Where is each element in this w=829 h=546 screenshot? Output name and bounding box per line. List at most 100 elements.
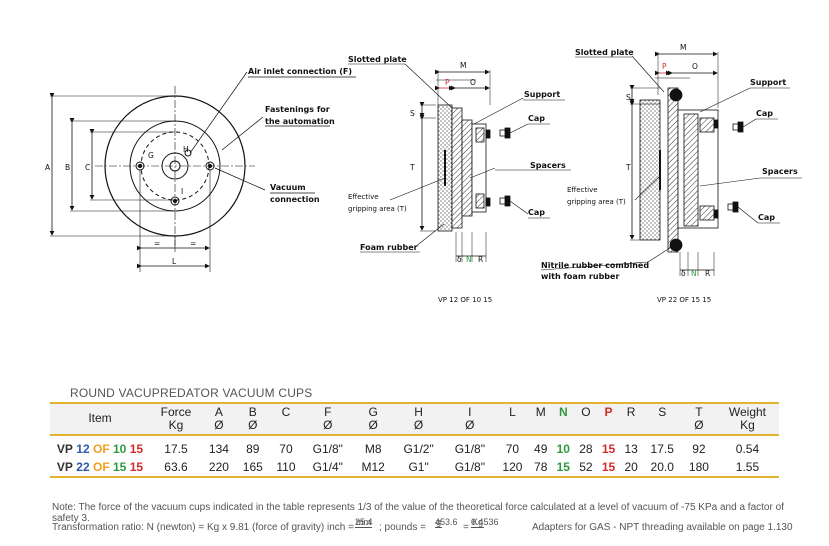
label-gripping-2: gripping area (T) xyxy=(567,198,626,206)
column-header-13: P xyxy=(597,403,620,435)
item-code-part: OF xyxy=(92,460,110,474)
column-header-14: R xyxy=(620,403,643,435)
item-code-part: 15 xyxy=(113,460,127,474)
table-cell: G1/8" xyxy=(454,442,485,456)
label-foam-rubber: Foam rubber xyxy=(360,243,418,252)
label-vacuum: Vacuum xyxy=(270,183,306,192)
label-support-1: Support xyxy=(524,90,560,99)
dim-O-2: O xyxy=(692,62,698,71)
dim-C: C xyxy=(85,163,90,172)
header-unit: Kg xyxy=(740,418,755,432)
label-nitrile: Nitrile rubber combined xyxy=(541,261,649,270)
header-unit: Ø xyxy=(413,418,424,432)
label-gripping-1: gripping area (T) xyxy=(348,205,407,213)
dim-G: G xyxy=(148,151,154,160)
table-cell: 78 xyxy=(534,460,548,474)
header-unit: Ø xyxy=(214,418,224,432)
table-cell: 15 xyxy=(601,460,616,474)
table-cell: 28 xyxy=(579,442,593,456)
table-cell: M12 xyxy=(361,460,385,474)
header-label: S xyxy=(658,405,667,419)
label-cap-2: Cap xyxy=(528,208,545,217)
table-cell: 10 xyxy=(556,442,570,456)
header-label: H xyxy=(414,405,423,419)
dim-A: A xyxy=(45,163,51,172)
table-cell: 52 xyxy=(579,460,593,474)
header-label: N xyxy=(558,405,568,419)
item-code-part: 12 xyxy=(76,442,90,456)
table-cell: 180 xyxy=(688,460,709,474)
table-cell: 17.5 xyxy=(650,442,674,456)
label-support-2: Support xyxy=(750,78,786,87)
column-header-4: C xyxy=(270,403,302,435)
transformation-ratio: Transformation ratio: N (newton) = Kg x … xyxy=(52,522,325,533)
table-cell: 13 xyxy=(624,442,638,456)
column-header-12: O xyxy=(575,403,598,435)
label-vacuum-2: connection xyxy=(270,195,320,204)
header-label: Force xyxy=(160,405,192,419)
eq-sign: = xyxy=(463,522,469,533)
label-effective-1: Effective xyxy=(348,193,379,201)
dim-R-2: R xyxy=(705,269,710,278)
label-air-inlet: Air inlet connection (F) xyxy=(248,67,352,76)
table-cell: 134 xyxy=(208,442,229,456)
header-label: C xyxy=(281,405,291,419)
dim-P-2: P xyxy=(662,62,667,71)
label-slotted-plate-1: Slotted plate xyxy=(348,55,407,64)
model-label-vp12: VP 12 OF 10 15 xyxy=(438,296,492,304)
table-cell: 63.6 xyxy=(164,460,188,474)
dim-T-2: T xyxy=(625,163,631,172)
dim-eq-2: = xyxy=(190,239,196,248)
table-cell: 15 xyxy=(556,460,570,474)
column-header-15: S xyxy=(642,403,682,435)
cap-icon xyxy=(727,121,744,213)
header-label: B xyxy=(248,405,257,419)
header-label: M xyxy=(535,405,546,419)
label-slotted-plate-2: Slotted plate xyxy=(575,48,634,57)
header-label: L xyxy=(509,405,516,419)
table-cell: 70 xyxy=(279,442,293,456)
dim-P-1: P xyxy=(445,78,450,87)
table-cell: 1.55 xyxy=(735,460,760,474)
dim-delta-2: δ xyxy=(681,269,686,278)
item-code-part: 15 xyxy=(129,460,144,474)
inch-label: inch = xyxy=(327,522,354,533)
dim-L: L xyxy=(172,257,177,266)
item-code-part: 15 xyxy=(129,442,144,456)
label-cap-1: Cap xyxy=(528,114,545,123)
header-label: I xyxy=(468,405,472,419)
dim-eq-1: = xyxy=(154,239,160,248)
label-fastenings-2: the automation xyxy=(265,117,335,126)
footnote: Note: The force of the vacuum cups indic… xyxy=(52,502,784,524)
header-label: Item xyxy=(88,411,112,425)
header-label: G xyxy=(368,405,378,419)
adapters-note: Adapters for GAS - NPT threading availab… xyxy=(532,522,793,533)
table-cell: 15 xyxy=(601,442,616,456)
conversion-line: Transformation ratio: N (newton) = Kg x … xyxy=(52,517,793,533)
item-code: VP 12 OF 10 15 xyxy=(50,435,150,458)
header-unit: Ø xyxy=(248,418,258,432)
label-cap-3: Cap xyxy=(756,109,773,118)
table-cell: 20.0 xyxy=(650,460,674,474)
dim-M-2: M xyxy=(680,43,686,52)
table-title: ROUND VACUPREDATOR VACUUM CUPS xyxy=(70,386,313,400)
dim-N-1: N xyxy=(466,255,472,264)
table-cell: 92 xyxy=(692,442,706,456)
label-fastenings: Fastenings for xyxy=(265,105,330,114)
label-cap-4: Cap xyxy=(758,213,775,222)
header-unit: Ø xyxy=(368,418,378,432)
column-header-9: L xyxy=(495,403,529,435)
dim-O-1: O xyxy=(470,78,476,87)
table-cell: 110 xyxy=(276,460,296,474)
column-header-0: Item xyxy=(50,403,150,435)
table-cell: G1/8" xyxy=(454,460,485,474)
